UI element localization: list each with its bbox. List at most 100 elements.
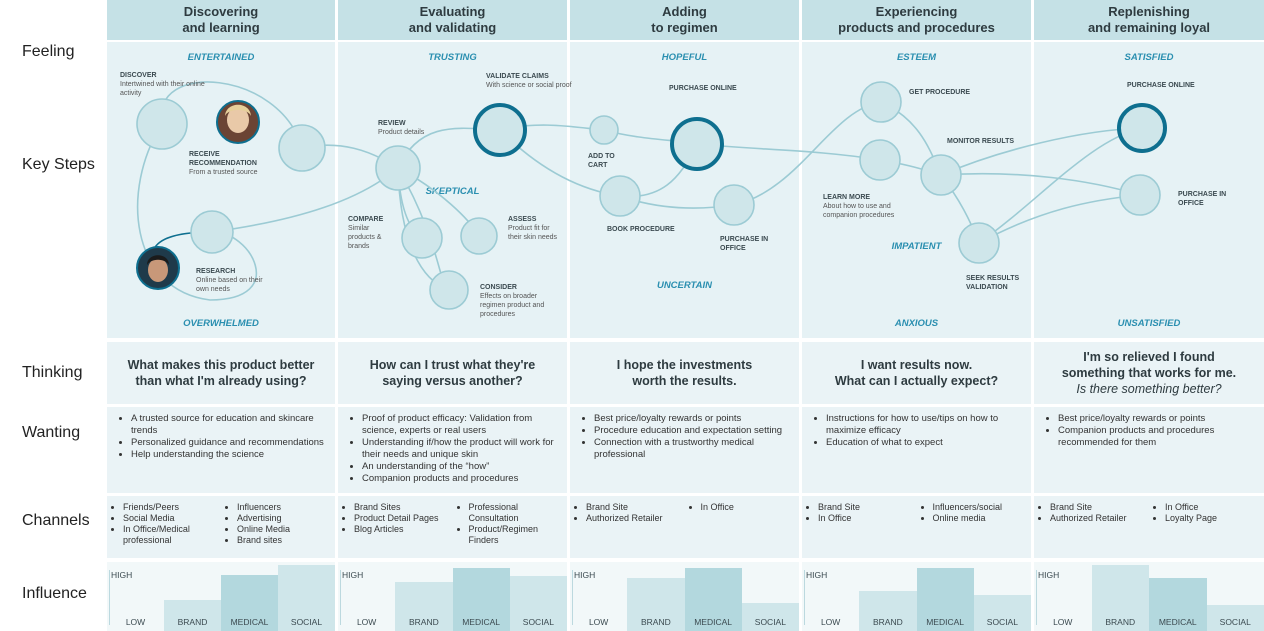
avatar-man [136, 246, 180, 290]
thinking-cell: I want results now.What can I actually e… [802, 342, 1031, 404]
influence-brand-label: BRAND [177, 617, 208, 627]
wanting-item: Education of what to expect [826, 437, 1031, 449]
stage-header: Experiencing products and procedures [802, 0, 1031, 40]
node-purchase-online [670, 117, 724, 171]
influence-high-label: HIGH [342, 570, 364, 580]
channel-item: In Office [701, 502, 800, 513]
influence-low-label: LOW [820, 617, 841, 627]
thinking-line: than what I'm already using? [135, 374, 307, 388]
influence-low-label: LOW [1053, 617, 1073, 627]
influence-bar-social [973, 594, 1031, 631]
wanting-cell: A trusted source for education and skinc… [107, 407, 335, 493]
stage-title-1: Adding [662, 4, 707, 19]
stage-header: Replenishing and remaining loyal [1034, 0, 1264, 40]
influence-brand-label: BRAND [640, 617, 671, 627]
emotion-negative: ANXIOUS [894, 318, 939, 329]
channels-cell: Brand SiteAuthorized RetailerIn OfficeLo… [1034, 496, 1264, 558]
channel-item: Product/Regimen Finders [469, 524, 568, 546]
wanting-cell: Proof of product efficacy: Validation fr… [338, 407, 567, 493]
influence-axis [340, 570, 341, 625]
influence-low-label: LOW [356, 617, 377, 627]
influence-medical-label: MEDICAL [230, 617, 269, 627]
wanting-item: Help understanding the science [131, 449, 335, 461]
connector [733, 101, 882, 206]
emotion-positive: ENTERTAINED [187, 52, 255, 63]
avatar-blonde [216, 100, 260, 144]
node-consider [429, 270, 469, 310]
influence-high-label: HIGH [574, 570, 596, 580]
stage-title-1: Discovering [183, 4, 259, 19]
node-add-cart [589, 115, 619, 145]
influence-bar-medical [221, 574, 278, 631]
channel-item: Advertising [237, 513, 335, 524]
influence-brand-label: BRAND [872, 617, 903, 627]
connector [696, 143, 881, 161]
step-purchase-office: PURCHASE IN OFFICE [720, 236, 769, 252]
stage-title-2: products and procedures [838, 20, 995, 35]
stage-title-2: and remaining loyal [1087, 20, 1211, 35]
step-purchase-online: PURCHASE ONLINE [669, 85, 737, 92]
channel-item: Product Detail Pages [354, 513, 453, 524]
influence-bar-brand [859, 591, 917, 631]
stage-title-1: Replenishing [1108, 4, 1190, 19]
influence-high-label: HIGH [1038, 570, 1060, 580]
influence-bar-medical [684, 568, 742, 631]
node-get-proc [860, 81, 902, 123]
node-monitor [920, 154, 962, 196]
wanting-cell: Best price/loyalty rewards or pointsComp… [1034, 407, 1264, 493]
emotion-positive: TRUSTING [428, 52, 477, 63]
wanting-cell: Instructions for how to use/tips on how … [802, 407, 1031, 493]
emotion-positive: HOPEFUL [661, 52, 708, 63]
channel-item: Online media [933, 513, 1032, 524]
thinking-line: saying versus another? [382, 374, 523, 388]
influence-bar-medical [1149, 578, 1207, 631]
influence-bar-social [741, 603, 799, 631]
influence-bar-social [1206, 604, 1264, 631]
connector [136, 123, 258, 301]
emotion-negative: UNCERTAIN [656, 280, 713, 291]
stage-header: Evaluating and validating [338, 0, 567, 40]
emotion-negative-2: IMPATIENT [891, 241, 942, 252]
channel-item: Influencers/social [933, 502, 1032, 513]
node-discover [136, 98, 188, 150]
node-review [375, 145, 421, 191]
connector [978, 194, 1141, 244]
thinking-line: How can I trust what they're [369, 358, 536, 372]
node-validate [473, 103, 527, 157]
step-seek: SEEK RESULTS VALIDATION [966, 275, 1020, 291]
node-purchase-office [713, 184, 755, 226]
influence-social-label: SOCIAL [1219, 617, 1251, 627]
wanting-item: Best price/loyalty rewards or points [594, 413, 799, 425]
influence-brand-label: BRAND [1105, 617, 1136, 627]
emotion-positive: SATISFIED [1124, 52, 1174, 63]
channels-cell: Brand SiteIn OfficeInfluencers/socialOnl… [802, 496, 1031, 558]
step-purchase-office2: PURCHASE IN OFFICE [1178, 191, 1227, 207]
row-label-channels: Channels [22, 512, 90, 529]
channels-cell: Brand SitesProduct Detail PagesBlog Arti… [338, 496, 567, 558]
channel-item: Influencers [237, 502, 335, 513]
channel-item: In Office/Medical professional [123, 524, 221, 546]
influence-bar-brand [627, 578, 685, 631]
wanting-item: Connection with a trustworthy medical pr… [594, 437, 799, 461]
thinking-line: What can I actually expect? [834, 374, 999, 388]
influence-bar-brand [395, 581, 453, 631]
row-label-thinking: Thinking [22, 364, 83, 381]
thinking-line: I'm so relieved I found [1083, 350, 1215, 364]
wanting-item: Personalized guidance and recommendation… [131, 437, 335, 449]
stage-header: Adding to regimen [570, 0, 799, 40]
influence-social-label: SOCIAL [290, 617, 323, 627]
channel-item: In Office [1165, 502, 1264, 513]
connector [940, 172, 1141, 196]
row-label-feeling: Feeling [22, 43, 75, 60]
influence-bar-brand [1091, 565, 1149, 631]
step-monitor: MONITOR RESULTS [947, 138, 1015, 145]
channel-item: Brand Sites [354, 502, 453, 513]
step-purchase-online2: PURCHASE ONLINE [1127, 82, 1195, 89]
row-label-influence: Influence [22, 585, 87, 602]
